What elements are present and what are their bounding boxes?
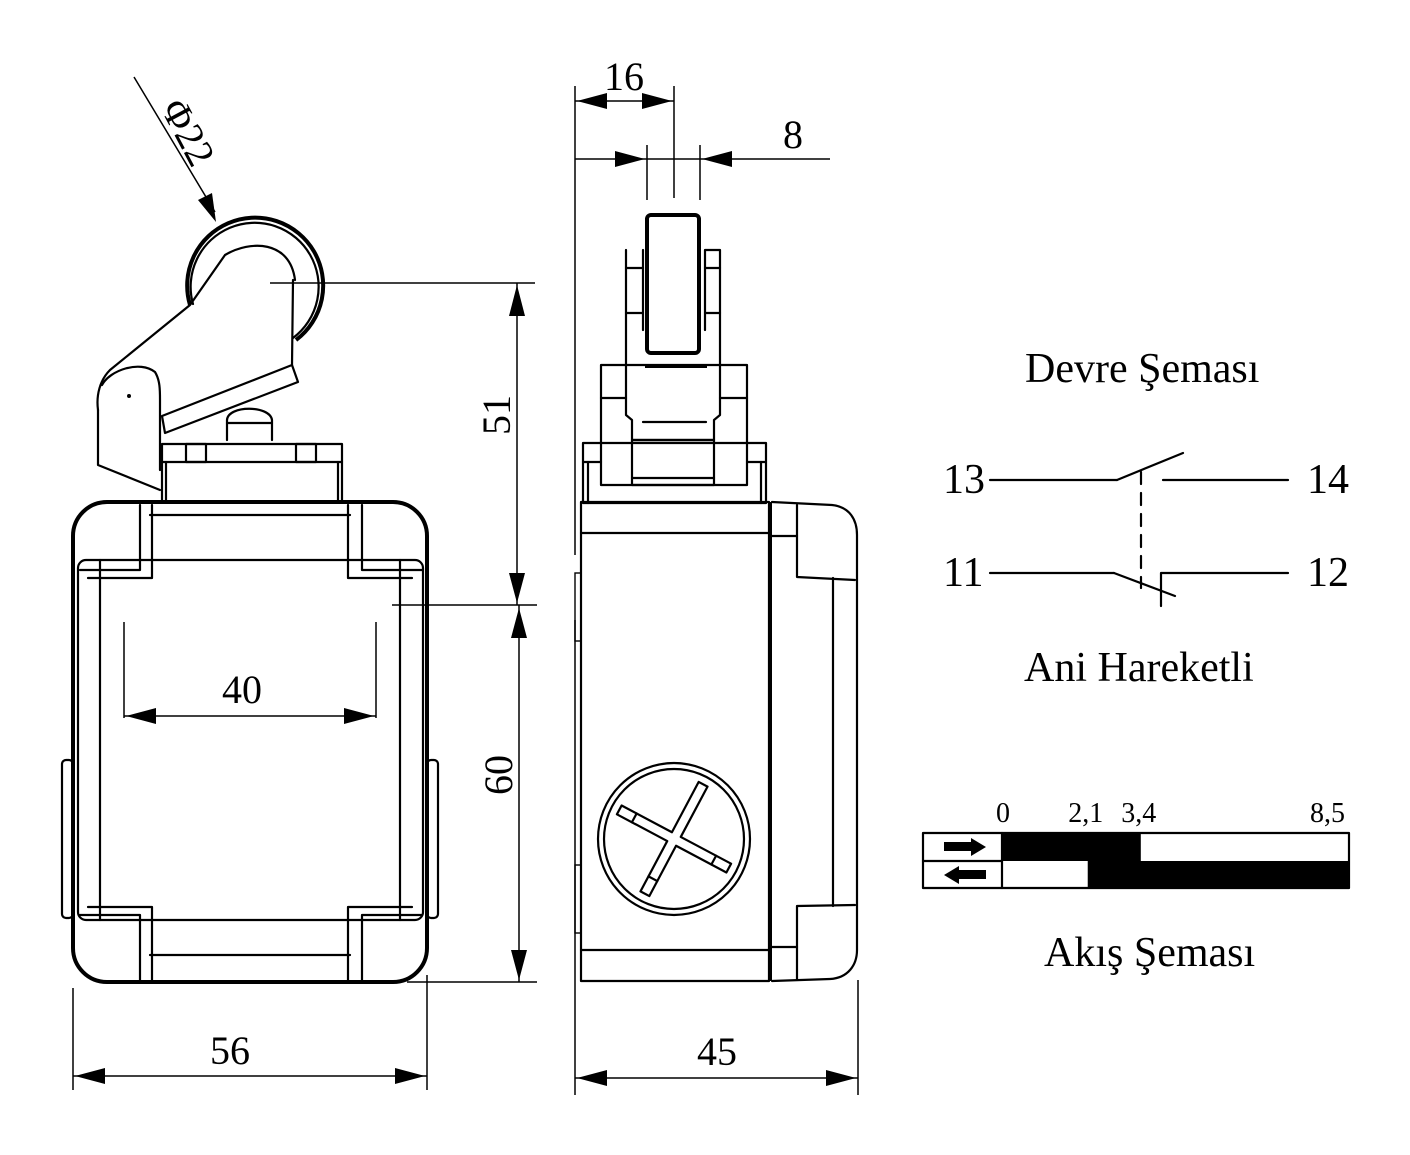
dim-mounting-width: 40 [123,622,377,724]
flow-title: Akış Şeması [1044,930,1255,976]
dim-roller-width: 8 [575,112,830,200]
flow-diagram: 0 2,1 3,4 8,5 Akış Şeması [921,798,1351,976]
circuit-title: Devre Şeması [1025,346,1259,392]
terminal-13: 13 [943,457,985,503]
dim-label-roller-width: 8 [783,112,803,157]
screw-cap [596,761,752,917]
dim-body-height: 60 [392,604,537,983]
dim-label-roller-diameter: Φ22 [152,91,224,173]
flow-tick-label: 3,4 [1121,798,1156,829]
pivot-point [127,394,131,398]
switch-body-side [574,500,859,983]
side-view: 16 8 45 [574,54,859,1095]
dim-body-width: 56 [72,975,428,1090]
dim-label-mounting-width: 40 [222,667,262,712]
no-contact [988,451,1290,482]
flow-bar-return [1087,861,1349,888]
nc-contact [988,571,1290,608]
terminal-12: 12 [1307,550,1349,596]
flow-bar-forward [1002,833,1141,861]
flow-tick-label: 2,1 [1068,798,1103,829]
dim-label-body-depth: 45 [697,1029,737,1074]
dim-lever-height: 51 [270,282,535,605]
dim-label-body-height: 60 [476,755,521,795]
circuit-subtitle: Ani Hareketli [1024,645,1254,691]
dim-label-body-width: 56 [210,1028,250,1073]
switch-head [160,442,344,504]
front-view: Φ22 51 60 40 [60,76,537,1090]
arrow-right-icon [944,838,986,856]
terminal-11: 11 [943,550,983,596]
switch-body-front [60,500,440,984]
flow-tick-label: 0 [996,798,1010,829]
dim-roller-offset: 16 [574,54,675,555]
flow-tick-label: 8,5 [1310,798,1345,829]
plunger [225,407,274,442]
roller-side [645,213,701,355]
dim-body-depth: 45 [574,620,859,1095]
arrow-left-icon [944,866,986,884]
dim-label-roller-offset: 16 [604,54,644,99]
cross-icon [615,780,733,898]
lever-arm [96,244,300,492]
lever-fork [581,248,768,505]
terminal-14: 14 [1307,457,1349,503]
circuit-diagram: Devre Şeması 13 14 11 12 Ani Hareketli [943,346,1349,691]
dim-roller-diameter: Φ22 [133,76,224,222]
dim-label-lever-height: 51 [474,395,519,435]
roller [185,215,326,342]
